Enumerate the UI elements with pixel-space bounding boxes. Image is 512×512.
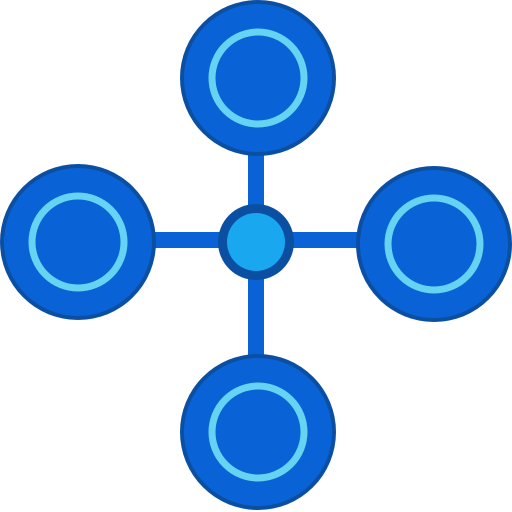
right-node-icon <box>356 166 512 322</box>
bottom-node-icon <box>180 354 336 510</box>
left-node-icon <box>0 164 156 320</box>
center-hub-icon <box>218 204 294 280</box>
top-node-icon <box>180 0 336 156</box>
